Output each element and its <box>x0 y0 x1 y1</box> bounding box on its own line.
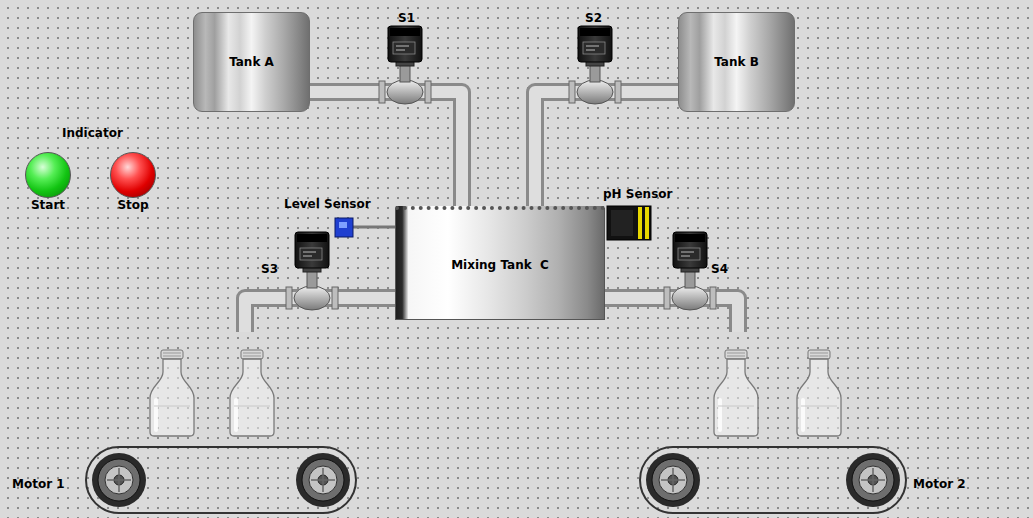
mixing-tank: Mixing Tank C <box>395 206 605 320</box>
inlet-pipe <box>535 92 678 206</box>
part-label: Motor 2 <box>913 477 966 491</box>
inlet-pipe <box>310 92 462 206</box>
node-text: Stop <box>117 198 148 212</box>
conveyor-wheel <box>296 453 350 507</box>
valve-label: S3 <box>261 262 278 276</box>
conveyor-wheel <box>846 453 900 507</box>
valve-label: S1 <box>398 11 415 25</box>
bottle <box>797 350 841 436</box>
bottle <box>714 350 758 436</box>
conveyor-wheel <box>646 453 700 507</box>
lamp-caption-holder: Stop <box>106 198 160 212</box>
pipe-highlight <box>310 92 462 206</box>
solenoid-valve <box>379 26 431 104</box>
ph-sensor-stripe <box>638 207 642 239</box>
ph-sensor-face <box>611 210 633 236</box>
solenoid-valve <box>664 232 716 310</box>
ph-sensor-stripe <box>645 207 649 239</box>
pipe-highlight <box>535 92 678 206</box>
outlet-pipe <box>605 298 738 332</box>
solenoid-valve <box>286 232 338 310</box>
lamp-bulb <box>25 152 71 198</box>
indicator-lamp: Stop <box>106 150 160 218</box>
node-text: Mixing Tank C <box>451 258 549 272</box>
indicator-lamp: Start <box>21 150 75 218</box>
bottle <box>150 350 194 436</box>
storage-tank: Tank A <box>193 12 310 112</box>
part-label: pH Sensor <box>603 187 672 201</box>
node-text: Tank B <box>714 55 759 69</box>
conveyor-belt <box>86 447 356 513</box>
node-text: Start <box>31 198 65 212</box>
node-text: Tank A <box>229 55 274 69</box>
conveyor-belt <box>640 447 906 513</box>
part-label: Motor 1 <box>12 477 65 491</box>
lamp-caption-holder: Start <box>21 198 75 212</box>
conveyor-wheel <box>92 453 146 507</box>
outlet-pipe <box>605 298 738 332</box>
level-sensor <box>335 218 353 237</box>
bottle <box>230 350 274 436</box>
lamp-bulb <box>110 152 156 198</box>
level-sensor-face <box>339 222 347 228</box>
part-label: Indicator <box>62 126 123 140</box>
part-label: Level Sensor <box>284 197 371 211</box>
ph-sensor <box>607 206 651 240</box>
sensor-probe <box>352 226 397 229</box>
storage-tank: Tank B <box>678 12 795 112</box>
solenoid-valve <box>569 26 621 104</box>
valve-label: S2 <box>585 11 602 25</box>
valve-label: S4 <box>711 262 728 276</box>
